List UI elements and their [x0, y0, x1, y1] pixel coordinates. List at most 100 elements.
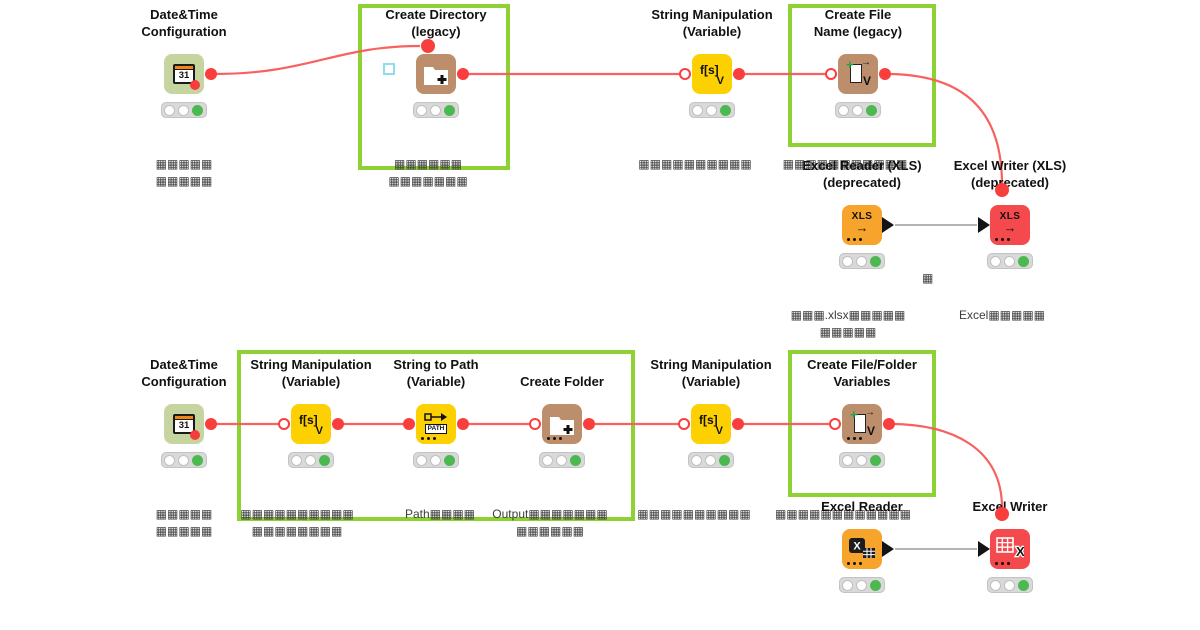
flow-input-port[interactable] [829, 418, 841, 430]
green-frame-create-file-name [788, 4, 936, 147]
flow-input-port[interactable] [421, 39, 435, 53]
output-port[interactable] [332, 418, 344, 430]
traffic-light [688, 452, 734, 468]
node-title: String to Path(Variable) [393, 357, 479, 389]
node-body[interactable] [416, 54, 456, 94]
data-output-port[interactable] [882, 217, 894, 233]
node-title: String Manipulation(Variable) [650, 357, 772, 389]
node-body[interactable]: f[s]V [692, 54, 732, 94]
traffic-light [987, 253, 1033, 269]
node-annotation: Path▦▦▦▦ [404, 507, 476, 521]
node-body[interactable]: X [990, 529, 1030, 569]
traffic-light [689, 102, 735, 118]
node-annotation: ▦▦▦▦▦▦▦▦▦▦ [638, 157, 752, 171]
output-port[interactable] [879, 68, 891, 80]
node-title: Create Folder [520, 374, 604, 389]
optional-connection-port[interactable] [383, 63, 395, 75]
svg-text:X: X [853, 541, 861, 553]
output-port[interactable] [457, 418, 469, 430]
node-body[interactable]: +→ V [842, 404, 882, 444]
flow-input-port[interactable] [403, 418, 415, 430]
folder-plus-icon [424, 66, 448, 85]
folder-plus-icon [550, 416, 574, 435]
node-title: String Manipulation(Variable) [651, 7, 773, 39]
calendar-icon: 31 [173, 414, 195, 434]
flow-input-port[interactable] [679, 68, 691, 80]
traffic-light [839, 452, 885, 468]
flow-input-port[interactable] [278, 418, 290, 430]
traffic-light [539, 452, 585, 468]
node-annotation: ▦▦▦▦▦▦▦▦▦▦▦▦▦▦▦▦▦▦ [240, 507, 354, 538]
output-port[interactable] [457, 68, 469, 80]
output-port[interactable] [733, 68, 745, 80]
output-port[interactable] [732, 418, 744, 430]
node-body[interactable]: f[s]V [691, 404, 731, 444]
green-frame-create-directory [358, 4, 510, 170]
dynamic-ports-dots [995, 238, 1010, 241]
node-body[interactable]: +→ V [838, 54, 878, 94]
node-annotation: Output▦▦▦▦▦▦▦▦▦▦▦▦▦ [492, 507, 608, 538]
output-port[interactable] [205, 68, 217, 80]
string-manipulation-icon: f[s]V [299, 413, 323, 437]
node-body[interactable]: XLS→ [842, 205, 882, 245]
string-manipulation-icon: f[s]V [700, 63, 724, 87]
string-to-path-icon: PATH [422, 411, 450, 437]
dynamic-ports-dots [995, 562, 1010, 565]
data-input-port[interactable] [978, 541, 990, 557]
node-body[interactable]: f[s]V [291, 404, 331, 444]
dynamic-ports-dots [847, 238, 862, 241]
flow-input-port[interactable] [995, 183, 1009, 197]
node-body[interactable]: 31 [164, 404, 204, 444]
traffic-light [161, 452, 207, 468]
traffic-light [413, 452, 459, 468]
node-annotation: ▦▦▦▦▦▦▦▦▦▦ [155, 157, 213, 188]
node-annotation: ▦▦▦▦▦▦▦▦▦▦▦▦▦ [388, 157, 468, 188]
node-body[interactable]: XLS→ [990, 205, 1030, 245]
string-manipulation-icon: f[s]V [699, 413, 723, 437]
connection-cffv-xlwriter [889, 422, 1004, 509]
traffic-light [288, 452, 334, 468]
data-output-port[interactable] [882, 541, 894, 557]
node-annotation: Excel▦▦▦▦▦ [958, 308, 1046, 322]
file-plus-icon: +→ V [846, 57, 871, 88]
node-annotation: ▦▦▦.xlsx▦▦▦▦▦▦▦▦▦▦ [790, 308, 906, 339]
traffic-light [161, 102, 207, 118]
node-annotation: ▦▦▦▦▦▦▦▦▦▦▦▦ [774, 507, 912, 521]
calendar-icon: 31 [173, 64, 195, 84]
node-body[interactable] [542, 404, 582, 444]
flow-input-port[interactable] [825, 68, 837, 80]
connection-dt1-createdir [213, 44, 421, 76]
traffic-light [835, 102, 881, 118]
dynamic-ports-dots [547, 437, 562, 440]
xls-arrow-icon: XLS→ [851, 211, 873, 235]
svg-text:X: X [1016, 544, 1024, 559]
traffic-light [987, 577, 1033, 593]
traffic-light [413, 102, 459, 118]
file-plus-icon: +→ V [850, 407, 875, 438]
data-input-port[interactable] [978, 217, 990, 233]
dynamic-ports-dots [847, 437, 862, 440]
node-body[interactable]: PATH [416, 404, 456, 444]
flow-input-port[interactable] [678, 418, 690, 430]
node-annotation: ▦▦▦▦▦▦▦▦▦▦▦ [782, 157, 908, 171]
traffic-light [839, 253, 885, 269]
node-annotation: ▦▦▦▦▦▦▦▦▦▦ [637, 507, 751, 521]
output-port[interactable] [583, 418, 595, 430]
dynamic-ports-dots [847, 562, 862, 565]
node-body[interactable]: 31 [164, 54, 204, 94]
flow-input-port[interactable] [529, 418, 541, 430]
excel-x-icon: X [849, 538, 875, 558]
node-title: Excel Writer (XLS)(deprecated) [953, 158, 1067, 190]
xls-arrow-icon: XLS→ [999, 211, 1021, 235]
dynamic-ports-dots [421, 437, 436, 440]
output-port[interactable] [205, 418, 217, 430]
flow-input-port[interactable] [995, 507, 1009, 521]
output-port[interactable] [883, 418, 895, 430]
node-body[interactable]: X [842, 529, 882, 569]
green-frame-path-group [237, 350, 635, 521]
